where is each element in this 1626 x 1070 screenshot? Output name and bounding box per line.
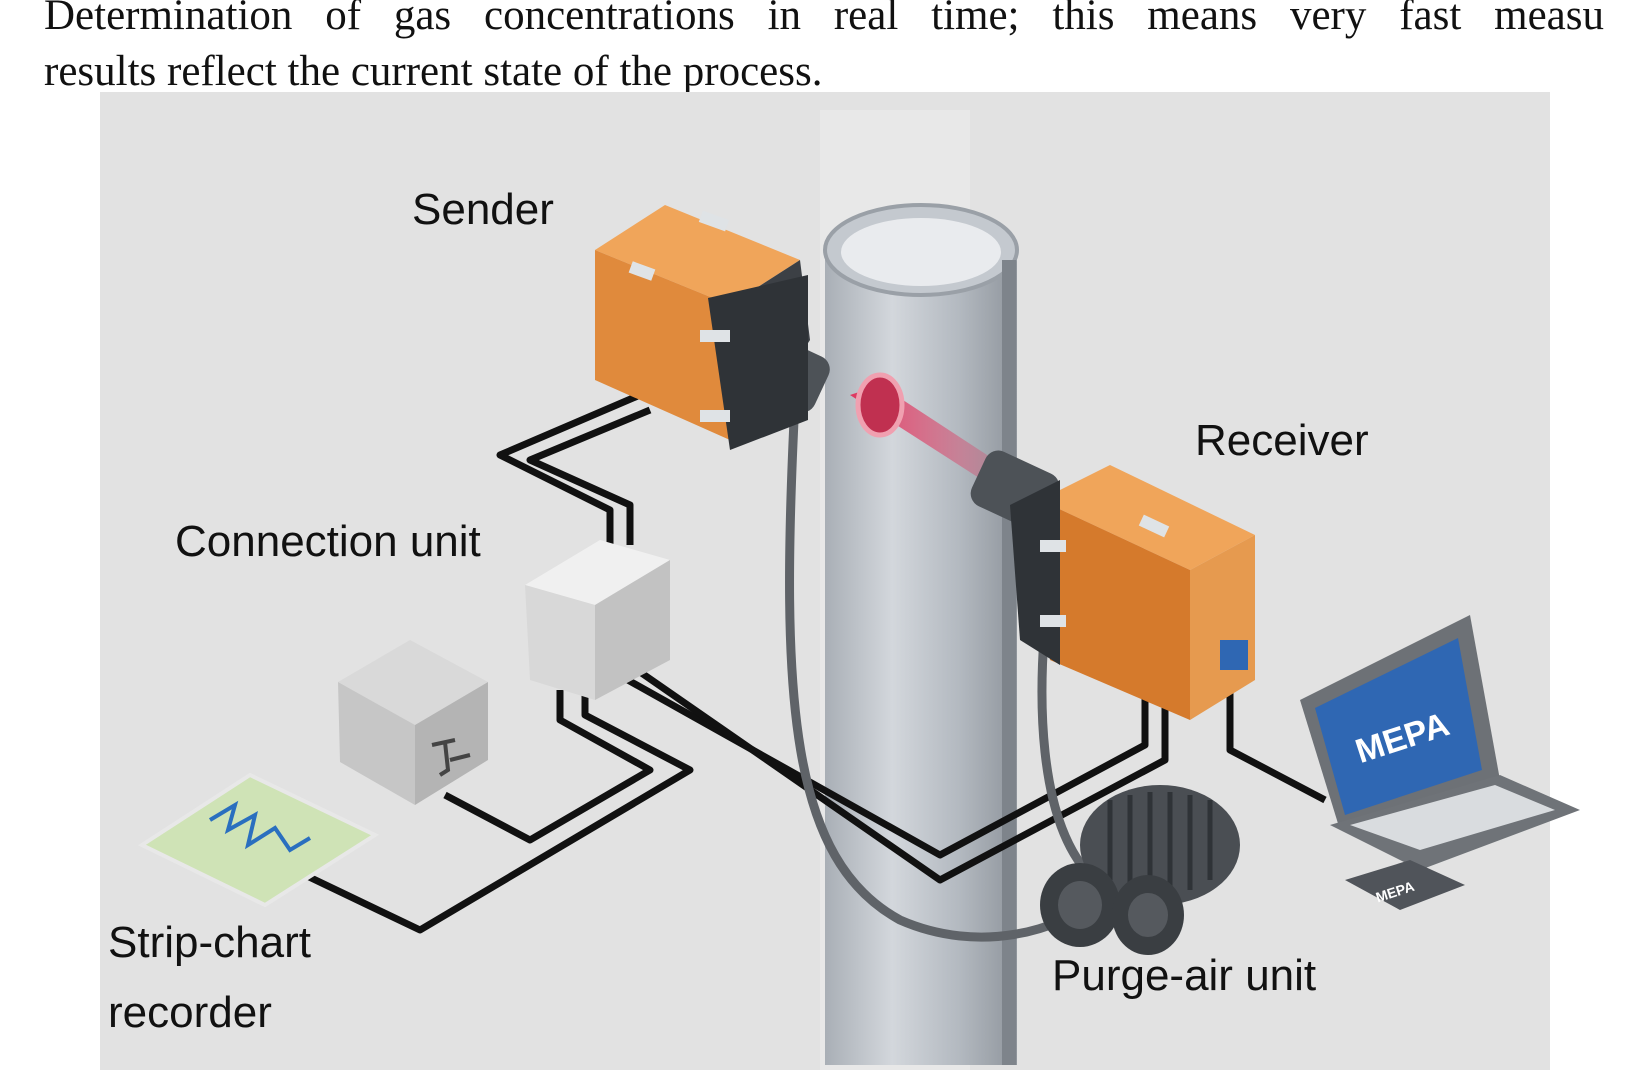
strip-chart-recorder (137, 772, 380, 908)
receiver-unit (1010, 465, 1255, 720)
cables (303, 391, 1327, 934)
label-strip-chart-line1: Strip-chart (108, 918, 311, 967)
laptop: MEPA MEPA (1300, 615, 1580, 910)
paragraph-line-1: Determination of gas concentrations in r… (44, 0, 1604, 39)
label-connection-unit: Connection unit (175, 517, 481, 566)
purge-air-unit (1040, 785, 1240, 955)
paragraph-line-2: results reflect the current state of the… (44, 48, 823, 95)
connection-unit (525, 540, 670, 700)
label-sender: Sender (412, 185, 554, 234)
intro-paragraph: Determination of gas concentrations in r… (44, 0, 1604, 100)
label-receiver: Receiver (1195, 416, 1369, 465)
switch-box (338, 640, 488, 805)
sender-unit (595, 205, 810, 450)
label-strip-chart-line2: recorder (108, 988, 272, 1037)
label-purge-air-unit: Purge-air unit (1052, 951, 1316, 1000)
